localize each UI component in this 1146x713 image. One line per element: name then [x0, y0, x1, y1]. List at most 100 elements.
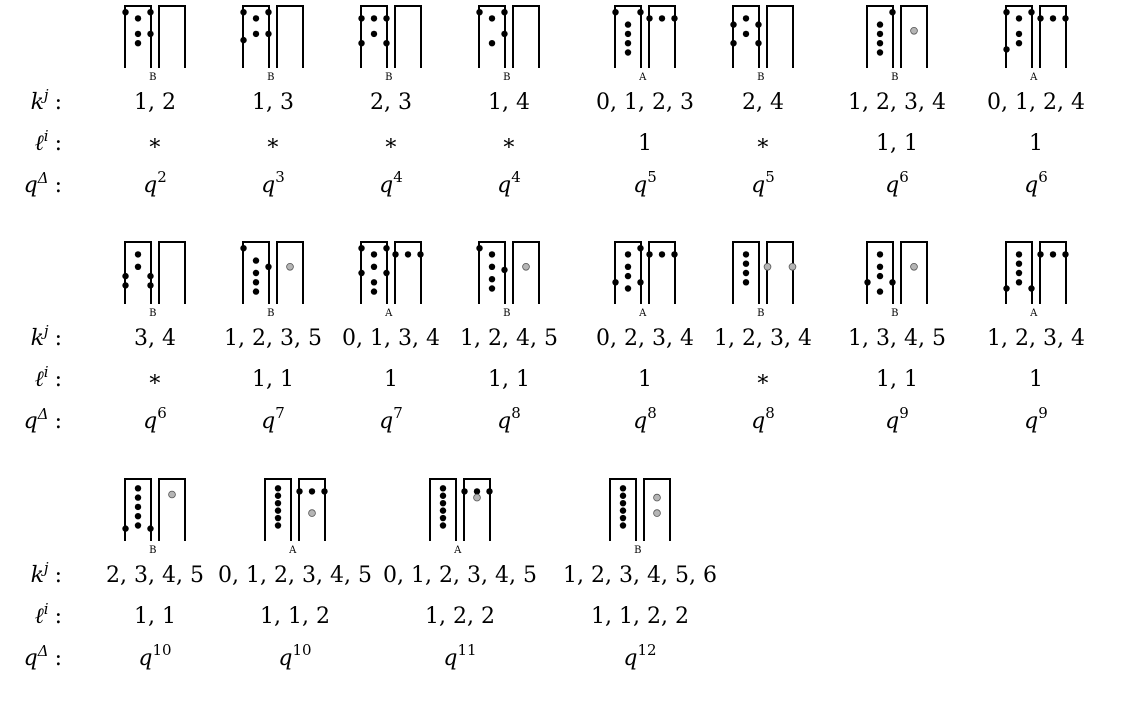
- cell-k-value: 1, 2: [134, 90, 176, 115]
- filled-dot: [461, 488, 468, 495]
- right-box-outline: [298, 478, 326, 541]
- filled-dot: [308, 488, 316, 495]
- right-box-outline: [158, 5, 186, 68]
- filled-dot: [1037, 251, 1044, 258]
- pattern-cell: B1, 4∗q4: [476, 5, 540, 198]
- cell-l-value: ∗: [266, 131, 281, 156]
- cell-q-value: q8: [751, 404, 775, 434]
- filled-dot: [488, 263, 496, 270]
- cell-k-value: 2, 3: [370, 90, 412, 115]
- filled-dot: [370, 288, 378, 295]
- filled-dot: [370, 30, 378, 38]
- cell-k-value: 0, 1, 3, 4: [342, 326, 440, 351]
- right-box-outline: [1039, 5, 1067, 68]
- filled-dot: [274, 514, 282, 522]
- filled-dot: [637, 245, 644, 252]
- cell-tag: A: [1029, 308, 1038, 319]
- cell-tag: B: [634, 545, 642, 556]
- cell-tag: A: [384, 308, 393, 319]
- right-box-outline: [648, 241, 676, 304]
- filled-dot: [730, 21, 737, 28]
- filled-dot: [1028, 9, 1035, 16]
- filled-dot: [134, 522, 142, 529]
- filled-dot: [755, 21, 762, 28]
- cell-l-value: 1: [638, 367, 652, 392]
- filled-dot: [134, 263, 142, 270]
- right-box-outline: [900, 241, 928, 304]
- pattern-cell: B1, 3, 4, 51, 1q9: [848, 241, 946, 434]
- filled-dot: [619, 514, 627, 522]
- filled-dot: [370, 263, 378, 270]
- left-box-outline: [732, 241, 760, 304]
- filled-dot: [889, 9, 896, 16]
- cell-q-value: q4: [379, 168, 403, 198]
- filled-dot: [358, 269, 365, 277]
- cell-q-value: q8: [497, 404, 521, 434]
- left-box-outline: [614, 5, 642, 68]
- filled-dot: [624, 251, 632, 258]
- cell-k-value: 1, 4: [488, 90, 530, 115]
- cell-k-value: 0, 2, 3, 4: [596, 326, 694, 351]
- cell-tag: B: [149, 308, 157, 319]
- cell-k-value: 1, 2, 3, 4: [987, 326, 1085, 351]
- cell-l-value: 1, 1: [876, 367, 918, 392]
- pattern-cell: B2, 3∗q4: [358, 5, 422, 198]
- right-box-outline: [394, 5, 422, 68]
- cell-k-value: 3, 4: [134, 326, 176, 351]
- hollow-dot: [473, 493, 481, 502]
- filled-dot: [147, 525, 154, 532]
- cell-l-value: 1: [384, 367, 398, 392]
- left-box-outline: [866, 241, 894, 304]
- pattern-cell: B1, 2∗q2: [122, 5, 186, 198]
- left-box-outline: [429, 478, 457, 541]
- filled-dot: [439, 492, 447, 499]
- filled-dot: [240, 9, 247, 16]
- cell-q-value: q7: [261, 404, 285, 434]
- hollow-dot: [910, 262, 918, 271]
- filled-dot: [488, 15, 496, 22]
- filled-dot: [876, 49, 884, 56]
- filled-dot: [619, 485, 627, 492]
- filled-dot: [637, 279, 644, 286]
- filled-dot: [370, 251, 378, 258]
- cell-tag: B: [757, 72, 765, 83]
- cell-l-value: 1, 1: [876, 131, 918, 156]
- hollow-dot: [522, 262, 530, 271]
- filled-dot: [265, 30, 272, 38]
- filled-dot: [742, 15, 750, 22]
- filled-dot: [383, 269, 390, 277]
- hollow-dot: [653, 493, 661, 502]
- filled-dot: [612, 9, 619, 16]
- filled-dot: [742, 260, 750, 267]
- filled-dot: [671, 15, 678, 22]
- filled-dot: [252, 269, 260, 277]
- filled-dot: [252, 30, 260, 38]
- filled-dot: [501, 9, 508, 16]
- filled-dot: [122, 272, 129, 280]
- filled-dot: [501, 266, 508, 274]
- filled-dot: [742, 279, 750, 286]
- cell-k-value: 0, 1, 2, 3: [596, 90, 694, 115]
- filled-dot: [876, 21, 884, 28]
- cell-q-value: q10: [278, 641, 311, 671]
- filled-dot: [252, 257, 260, 264]
- filled-dot: [439, 514, 447, 522]
- filled-dot: [488, 251, 496, 258]
- filled-dot: [439, 485, 447, 492]
- filled-dot: [876, 251, 884, 258]
- filled-dot: [147, 272, 154, 280]
- right-box-outline: [158, 478, 186, 541]
- filled-dot: [624, 272, 632, 280]
- filled-dot: [876, 30, 884, 38]
- left-box-outline: [124, 478, 152, 541]
- filled-dot: [358, 15, 365, 22]
- cell-tag: A: [288, 545, 297, 556]
- filled-dot: [1062, 15, 1069, 22]
- filled-dot: [370, 279, 378, 286]
- cell-tag: B: [149, 72, 157, 83]
